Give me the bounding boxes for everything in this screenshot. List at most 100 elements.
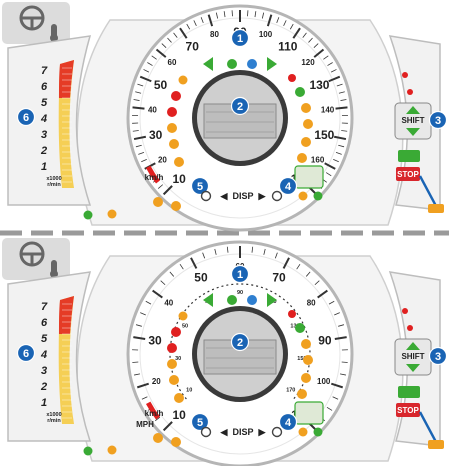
callout-circle bbox=[278, 176, 298, 196]
speed-tick bbox=[305, 271, 311, 277]
disp-label: DISP bbox=[232, 191, 253, 201]
service-icon bbox=[301, 373, 311, 383]
speed-tick bbox=[135, 91, 142, 94]
turn-signal-left-icon bbox=[203, 293, 213, 307]
mph-unit-label: MPH bbox=[136, 420, 154, 429]
right-warning-lamps bbox=[295, 87, 313, 163]
oil-pressure-icon bbox=[402, 72, 408, 78]
lower-left-lamps bbox=[83, 445, 117, 456]
disp-right-button[interactable] bbox=[271, 190, 283, 202]
callout-2: 2 bbox=[230, 332, 250, 352]
shift-label: SHIFT bbox=[401, 116, 424, 125]
callout-label: 6 bbox=[23, 112, 29, 124]
speed-tick bbox=[135, 324, 142, 327]
esp-icon bbox=[295, 87, 305, 97]
speed-tick bbox=[190, 257, 198, 269]
fog-light-icon bbox=[178, 311, 188, 321]
speed-tick bbox=[283, 20, 287, 26]
esp-off-icon bbox=[301, 103, 311, 113]
shift-label: SHIFT bbox=[401, 352, 424, 361]
disp-left-button[interactable] bbox=[200, 190, 212, 202]
speed-tick bbox=[223, 11, 226, 18]
stop-box bbox=[396, 403, 420, 417]
speed-tick bbox=[335, 151, 342, 155]
callout-circle bbox=[428, 110, 448, 130]
speed-tick bbox=[282, 257, 290, 269]
tachometer-unit: r/min bbox=[47, 182, 61, 188]
speed-tick bbox=[324, 162, 336, 170]
speed-tick bbox=[263, 248, 266, 255]
disp-right-arrow: ▶ bbox=[258, 191, 267, 201]
speed-tick bbox=[339, 373, 347, 376]
callout-circle bbox=[428, 346, 448, 366]
callout-label: 4 bbox=[285, 181, 292, 193]
disp-left-arrow: ◀ bbox=[220, 427, 229, 437]
callout-label: 3 bbox=[435, 115, 441, 127]
speed-tick bbox=[157, 184, 164, 189]
disp-left-button[interactable] bbox=[200, 426, 212, 438]
coolant-icon bbox=[407, 89, 413, 95]
speed-tick bbox=[202, 252, 206, 259]
tachometer-tick-label: 2 bbox=[40, 145, 47, 157]
callout-circle bbox=[16, 107, 36, 127]
speed-tick bbox=[173, 32, 178, 38]
inner-scale-label: 170 bbox=[286, 388, 295, 394]
speed-tick bbox=[162, 421, 173, 432]
coolant-icon bbox=[407, 325, 413, 331]
tachometer-tick-label: 3 bbox=[41, 129, 47, 141]
tachometer-tick-label: 1 bbox=[41, 397, 47, 409]
callout-circle bbox=[16, 343, 36, 363]
speed-tick bbox=[140, 312, 146, 316]
seatbelt-passenger-icon bbox=[288, 310, 296, 318]
speed-tick bbox=[151, 55, 157, 60]
inner-scale-label: 150 bbox=[297, 356, 306, 362]
turn-signal-right-icon bbox=[267, 293, 277, 307]
abs-icon bbox=[171, 201, 181, 211]
eco-icon bbox=[313, 191, 323, 201]
speed-tick bbox=[313, 48, 325, 58]
hand-shape bbox=[428, 204, 444, 213]
speed-tick bbox=[334, 312, 340, 316]
disp-right-button[interactable] bbox=[271, 426, 283, 438]
speed-tick bbox=[330, 69, 337, 73]
stop-start-lamp: STOP bbox=[396, 403, 420, 417]
speed-tick bbox=[296, 263, 301, 270]
tpms-icon bbox=[169, 139, 179, 149]
speed-tick bbox=[317, 289, 328, 299]
tachometer-tick-label: 1 bbox=[41, 161, 47, 173]
airbag-icon bbox=[167, 343, 177, 353]
speed-tick bbox=[325, 172, 332, 177]
tachometer-redzone bbox=[59, 60, 74, 98]
speed-redzone bbox=[145, 401, 160, 420]
steering-temp-indicator bbox=[2, 238, 70, 280]
speed-label-major: 50 bbox=[194, 270, 208, 284]
stop-start-fault-icon bbox=[298, 191, 308, 201]
tachometer-tick-label: 4 bbox=[40, 113, 47, 125]
speed-tick bbox=[338, 91, 345, 94]
speedometer: 1020304050607080901001101201301401501601… bbox=[126, 4, 354, 232]
speed-label-major: 150 bbox=[314, 128, 334, 142]
stop-label: STOP bbox=[397, 170, 419, 179]
speed-tick bbox=[289, 23, 294, 30]
speed-label-major: 70 bbox=[186, 39, 200, 53]
hand-touch-icon bbox=[428, 440, 444, 449]
pointer-line bbox=[418, 175, 438, 207]
callout-label: 5 bbox=[197, 417, 203, 429]
speed-tick bbox=[266, 14, 273, 27]
inner-scale-label: 50 bbox=[182, 323, 188, 329]
left-warning-lamps bbox=[167, 75, 188, 167]
speed-tick bbox=[133, 373, 141, 376]
cluster-panel-mph: 7654321x1000r/min6SHIFT3STOP102030405060… bbox=[2, 238, 448, 466]
shift-down-arrow bbox=[406, 128, 420, 136]
callout-label: 6 bbox=[23, 348, 29, 360]
stop-start-active-icon bbox=[398, 386, 420, 398]
callout-1: 1 bbox=[230, 28, 250, 48]
speed-tick bbox=[154, 416, 161, 422]
speed-tick bbox=[138, 151, 145, 155]
seatbelt-icon bbox=[171, 91, 181, 101]
tachometer-tick-label: 7 bbox=[41, 301, 48, 313]
speed-tick bbox=[160, 280, 166, 286]
stop-start-active-icon bbox=[398, 150, 420, 162]
speed-tick bbox=[276, 17, 280, 23]
